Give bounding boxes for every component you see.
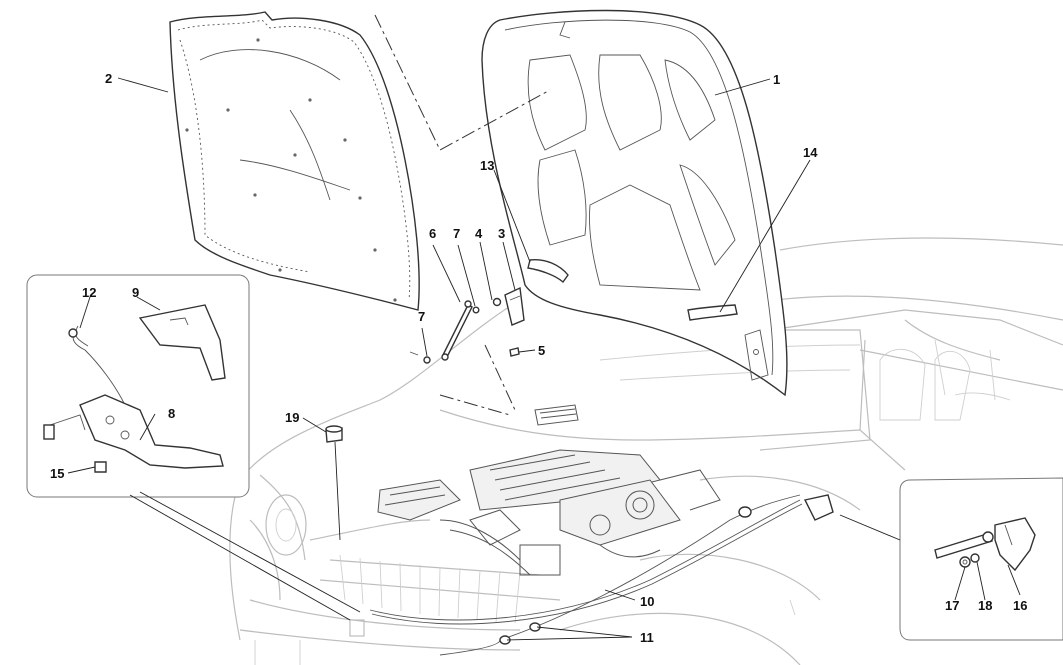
- callout-7-upper: 7: [453, 226, 460, 241]
- grille-slats: [339, 554, 521, 624]
- leader-lines: [67, 77, 1021, 641]
- callout-1: 1: [773, 72, 780, 87]
- panel-hood-relation-line: [374, 14, 551, 151]
- callout-17: 17: [945, 598, 959, 613]
- callout-14: 14: [803, 145, 818, 160]
- callout-3: 3: [498, 226, 505, 241]
- callout-16: 16: [1013, 598, 1027, 613]
- callout-6: 6: [429, 226, 436, 241]
- inset-right-pointer-line: [839, 514, 901, 541]
- callout-9: 9: [132, 285, 139, 300]
- callout-4: 4: [475, 226, 483, 241]
- latch-detail-inset: [26, 274, 250, 498]
- callout-8: 8: [168, 406, 175, 421]
- callout-15: 15: [50, 466, 64, 481]
- engine-assembly: [377, 404, 721, 576]
- callout-19: 19: [285, 410, 299, 425]
- callout-12: 12: [82, 285, 96, 300]
- callout-2: 2: [105, 71, 112, 86]
- callout-7-lower: 7: [418, 309, 425, 324]
- hood-strut-and-hinge: [409, 286, 525, 364]
- callout-10: 10: [640, 594, 654, 609]
- release-cable: [369, 494, 834, 656]
- callout-labels: 1 2 3 4 5 6 7 7 8 9 10 11 12 13 14 15 16…: [50, 71, 1027, 645]
- bracket-detail-inset: [899, 477, 1063, 641]
- callout-18: 18: [978, 598, 992, 613]
- inset-left-pointer-line: [129, 494, 351, 621]
- hood-insulation-panel: [169, 11, 420, 311]
- callout-5: 5: [538, 343, 545, 358]
- hood-panel: [481, 9, 788, 397]
- callout-11: 11: [640, 630, 654, 645]
- plug-cap: [325, 425, 343, 541]
- inset-left-pointer-line-2: [139, 491, 361, 613]
- hinge-relation-line: [484, 344, 516, 411]
- strut-relation-line: [439, 394, 511, 416]
- callout-13: 13: [480, 158, 494, 173]
